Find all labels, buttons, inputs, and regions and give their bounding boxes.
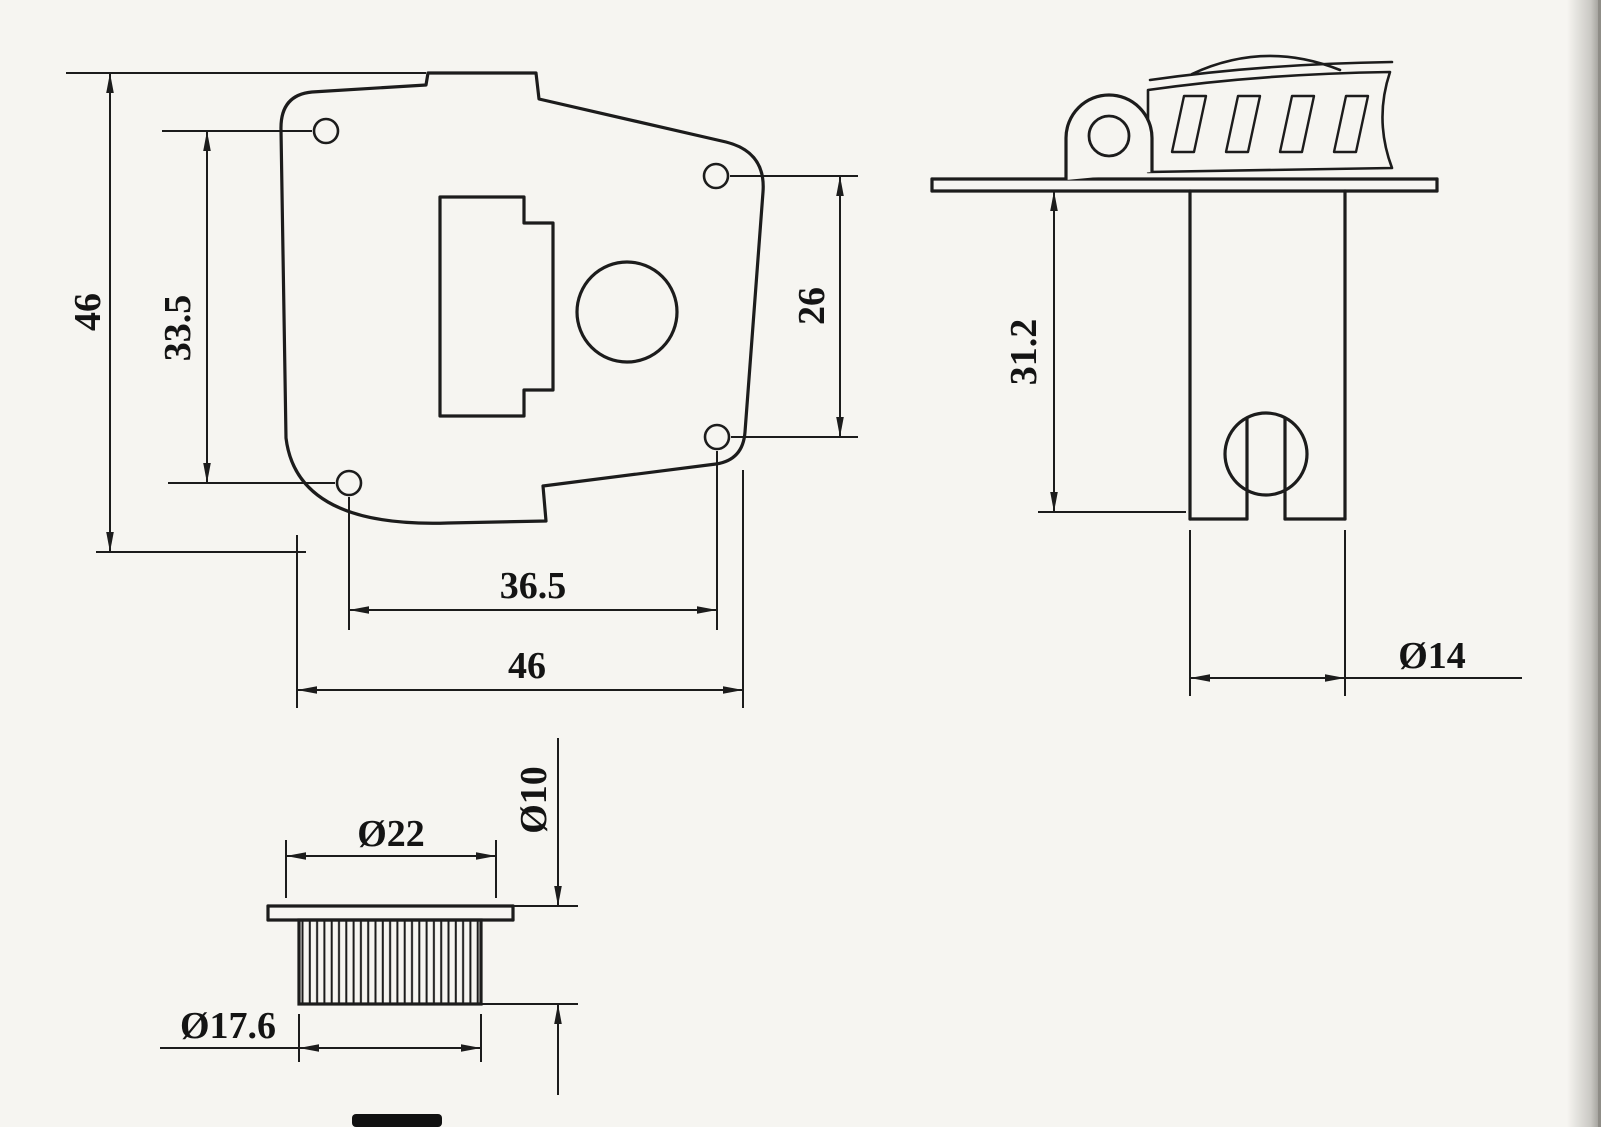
band-slots	[1170, 94, 1370, 154]
mounting-hole-bottom-right	[703, 423, 731, 451]
mounting-hole-top-left	[312, 117, 340, 145]
dim-label-knurl-diameter: Ø17.6	[180, 1005, 276, 1047]
dim-front-right-hole-spacing: 26	[730, 175, 858, 438]
band-slot	[1332, 94, 1370, 154]
band-slot	[1224, 94, 1262, 154]
plate-cutout	[438, 195, 555, 418]
flange	[266, 904, 515, 922]
dim-label-flange-diameter: Ø22	[357, 813, 425, 855]
cylinder-body	[1188, 189, 1347, 521]
scan-edge-line	[1598, 0, 1601, 1127]
dim-label-body-diameter: Ø14	[1398, 635, 1466, 677]
side-view	[930, 54, 1439, 521]
knob-view	[266, 904, 515, 1006]
dim-label-body-height: 31.2	[1003, 319, 1045, 386]
knurled-body	[297, 918, 483, 1006]
plate-outline	[279, 71, 765, 525]
dim-label-outer-width: 46	[508, 645, 546, 687]
dim-side-body-diameter: Ø14	[1189, 530, 1522, 696]
mounting-hole-bottom-left	[335, 469, 363, 497]
dim-knob-bore-diameter: Ø10	[481, 738, 578, 1095]
spring-band-top-edge	[1148, 60, 1394, 82]
dim-knob-flange-diameter: Ø22	[285, 813, 497, 898]
dim-front-left-hole-spacing: 33.5	[157, 130, 335, 484]
hinge-pin-hole	[1087, 114, 1131, 158]
spring-dome	[1190, 54, 1342, 76]
dim-front-hole-span: 36.5	[348, 451, 718, 630]
front-view	[279, 71, 765, 525]
band-slot	[1170, 94, 1208, 154]
flange-plate	[930, 177, 1439, 193]
cross-hole	[1223, 411, 1309, 497]
dim-label-hole-span: 36.5	[500, 565, 567, 607]
cropped-text-fragment	[352, 1114, 442, 1127]
dim-front-outer-height: 46	[66, 72, 426, 553]
scan-edge-shadow	[1567, 0, 1601, 1127]
center-hole	[575, 260, 679, 364]
mounting-hole-top-right	[702, 162, 730, 190]
dim-label-outer-height: 46	[67, 293, 109, 331]
band-slot	[1278, 94, 1316, 154]
dim-label-left-hole-spacing: 33.5	[157, 295, 199, 362]
dim-front-outer-width: 46	[296, 470, 744, 708]
dim-side-body-height: 31.2	[1003, 191, 1186, 513]
dim-label-right-hole-spacing: 26	[791, 287, 833, 325]
dim-knob-knurl-diameter: Ø17.6	[160, 1005, 482, 1062]
dim-label-bore-diameter: Ø10	[513, 766, 555, 834]
spring-band	[1146, 70, 1394, 174]
